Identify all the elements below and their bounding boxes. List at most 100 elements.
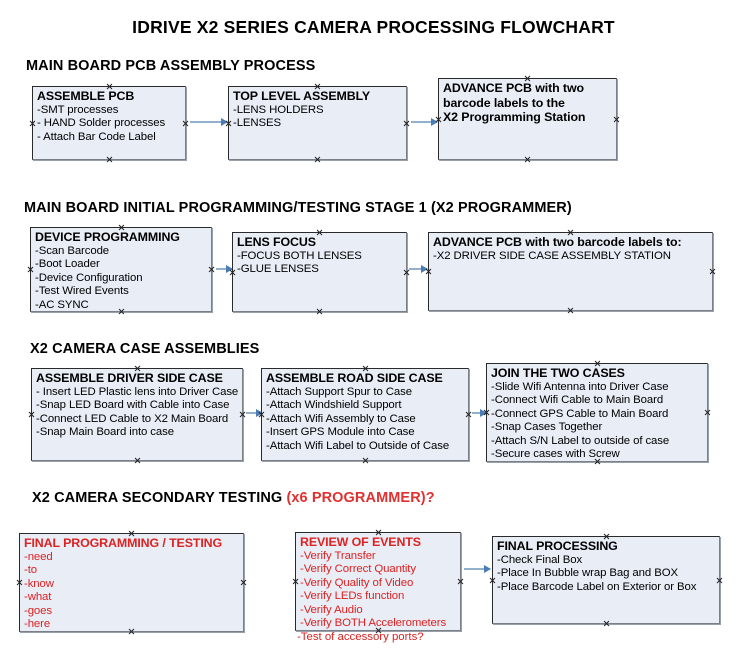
node-line: -Snap Cases Together	[491, 421, 603, 434]
node-line: -Verify LEDs function	[300, 590, 405, 603]
node-line: -Attach Support Spur to Case	[266, 385, 412, 398]
resize-handle-right[interactable]	[239, 411, 246, 418]
node-assemble-pcb[interactable]: ASSEMBLE PCB -SMT processes - HAND Solde…	[32, 86, 186, 160]
section-heading-x2-camera-case-assemblies: X2 CAMERA CASE ASSEMBLIES	[30, 341, 259, 357]
resize-handle-bottom[interactable]	[567, 307, 574, 314]
node-assemble-road-side-case[interactable]: ASSEMBLE ROAD SIDE CASE -Attach Support …	[261, 368, 469, 461]
connector-review-of-events-to-final-processing	[464, 565, 491, 573]
node-line: -Device Configuration	[35, 271, 143, 284]
resize-handle-bottom[interactable]	[134, 457, 141, 464]
resize-handle-right[interactable]	[465, 411, 472, 418]
node-line: -Verify Audio	[300, 603, 363, 616]
resize-handle-top[interactable]	[134, 365, 141, 372]
resize-handle-top[interactable]	[316, 229, 323, 236]
node-title: ASSEMBLE ROAD SIDE CASE	[266, 371, 443, 385]
node-advance-pcb-to-driver-side-case-assembly[interactable]: ADVANCE PCB with two barcode labels to: …	[428, 232, 713, 311]
node-lens-focus[interactable]: LENS FOCUS -FOCUS BOTH LENSES -GLUE LENS…	[232, 232, 407, 312]
resize-handle-right[interactable]	[709, 268, 716, 275]
resize-handle-bottom[interactable]	[314, 156, 321, 163]
node-title: FINAL PROGRAMMING / TESTING	[24, 536, 223, 550]
page-title: IDRIVE X2 SERIES CAMERA PROCESSING FLOWC…	[132, 17, 615, 37]
node-line: -need	[24, 550, 53, 563]
resize-handle-top[interactable]	[362, 365, 369, 372]
resize-handle-top[interactable]	[314, 83, 321, 90]
resize-handle-bottom[interactable]	[362, 457, 369, 464]
resize-handle-top[interactable]	[375, 529, 382, 536]
resize-handle-left[interactable]	[425, 268, 432, 275]
resize-handle-left[interactable]	[225, 120, 232, 127]
resize-handle-top[interactable]	[594, 360, 601, 367]
resize-handle-bottom[interactable]	[594, 458, 601, 465]
node-top-level-assembly[interactable]: TOP LEVEL ASSEMBLY -LENS HOLDERS -LENSES	[228, 86, 407, 160]
section-heading-x2-camera-secondary-testing: X2 CAMERA SECONDARY TESTING (x6 PROGRAMM…	[32, 490, 435, 506]
resize-handle-bottom[interactable]	[118, 308, 125, 315]
connector-assemble-pcb-to-top-level-assembly	[190, 118, 228, 126]
resize-handle-left[interactable]	[292, 578, 299, 585]
connector-top-level-assembly-to-advance-pcb	[411, 118, 438, 126]
resize-handle-right[interactable]	[716, 577, 723, 584]
node-assemble-driver-side-case[interactable]: ASSEMBLE DRIVER SIDE CASE - Insert LED P…	[31, 368, 243, 461]
node-advance-pcb-to-x2-programming-station[interactable]: ADVANCE PCB with two barcode labels to t…	[438, 78, 617, 160]
section-heading-accent: (x6 PROGRAMMER)?	[286, 490, 435, 506]
node-title: LENS FOCUS	[237, 235, 316, 249]
node-join-the-two-cases[interactable]: JOIN THE TWO CASES -Slide Wifi Antenna i…	[486, 363, 708, 462]
resize-handle-left[interactable]	[258, 411, 265, 418]
node-final-programming-testing[interactable]: FINAL PROGRAMMING / TESTING -need -to -k…	[19, 533, 244, 632]
node-device-programming[interactable]: DEVICE PROGRAMMING -Scan Barcode -Boot L…	[30, 227, 212, 312]
section-heading-text: MAIN BOARD INITIAL PROGRAMMING/TESTING S…	[24, 200, 572, 216]
resize-handle-left[interactable]	[29, 120, 36, 127]
node-line: -Snap LED Board with Cable into Case	[36, 399, 230, 412]
node-line: -Verify Transfer	[300, 549, 376, 562]
resize-handle-left[interactable]	[28, 411, 35, 418]
arrow-head-icon	[484, 565, 491, 573]
node-line: -LENSES	[233, 117, 282, 130]
resize-handle-right[interactable]	[208, 266, 215, 273]
node-line: -know	[24, 577, 54, 590]
section-heading-text: MAIN BOARD PCB ASSEMBLY PROCESS	[26, 58, 316, 74]
section-heading-main-board-pcb-assembly-process: MAIN BOARD PCB ASSEMBLY PROCESS	[26, 58, 315, 74]
node-final-processing[interactable]: FINAL PROCESSING -Check Final Box -Place…	[492, 536, 720, 624]
node-line: -Slide Wifi Antenna into Driver Case	[491, 380, 669, 393]
node-line: -Check Final Box	[497, 553, 583, 566]
resize-handle-top[interactable]	[118, 224, 125, 231]
resize-handle-right[interactable]	[182, 120, 189, 127]
resize-handle-bottom[interactable]	[106, 156, 113, 163]
resize-handle-top[interactable]	[128, 530, 135, 537]
resize-handle-top[interactable]	[106, 83, 113, 90]
resize-handle-bottom[interactable]	[524, 156, 531, 163]
node-line: -Verify Quality of Video	[300, 576, 414, 589]
resize-handle-right[interactable]	[240, 579, 247, 586]
resize-handle-top[interactable]	[567, 229, 574, 236]
node-line: -Attach Wifi Label to Outside of Case	[266, 439, 450, 452]
node-line: -Scan Barcode	[35, 244, 110, 257]
resize-handle-right[interactable]	[403, 120, 410, 127]
resize-handle-left[interactable]	[483, 409, 490, 416]
resize-handle-left[interactable]	[16, 579, 23, 586]
resize-handle-right[interactable]	[613, 116, 620, 123]
resize-handle-top[interactable]	[524, 75, 531, 82]
resize-handle-left[interactable]	[27, 266, 34, 273]
node-line: -Place In Bubble wrap Bag and BOX	[497, 567, 678, 580]
node-line: -SMT processes	[37, 103, 119, 116]
node-review-of-events[interactable]: REVIEW OF EVENTS -Verify Transfer -Verif…	[295, 532, 461, 631]
node-title: TOP LEVEL ASSEMBLY	[233, 89, 371, 103]
resize-handle-left[interactable]	[435, 116, 442, 123]
resize-handle-left[interactable]	[229, 269, 236, 276]
node-line: -GLUE LENSES	[237, 263, 319, 276]
node-line: -Verify Correct Quantity	[300, 563, 416, 576]
resize-handle-right[interactable]	[704, 409, 711, 416]
node-line: -Attach Windshield Support	[266, 399, 402, 412]
section-heading-main-board-initial-programming: MAIN BOARD INITIAL PROGRAMMING/TESTING S…	[24, 200, 572, 216]
resize-handle-left[interactable]	[489, 577, 496, 584]
node-line: barcode labels to the	[443, 95, 565, 110]
resize-handle-top[interactable]	[603, 533, 610, 540]
node-line: -Attach Wifi Assembly to Case	[266, 412, 416, 425]
resize-handle-bottom[interactable]	[603, 620, 610, 627]
resize-handle-bottom[interactable]	[316, 308, 323, 315]
resize-handle-right[interactable]	[457, 578, 464, 585]
node-line: -Attach S/N Label to outside of case	[491, 434, 670, 447]
node-line: -Connect GPS Cable to Main Board	[491, 407, 669, 420]
resize-handle-bottom[interactable]	[128, 628, 135, 635]
node-line: -AC SYNC	[35, 298, 89, 311]
